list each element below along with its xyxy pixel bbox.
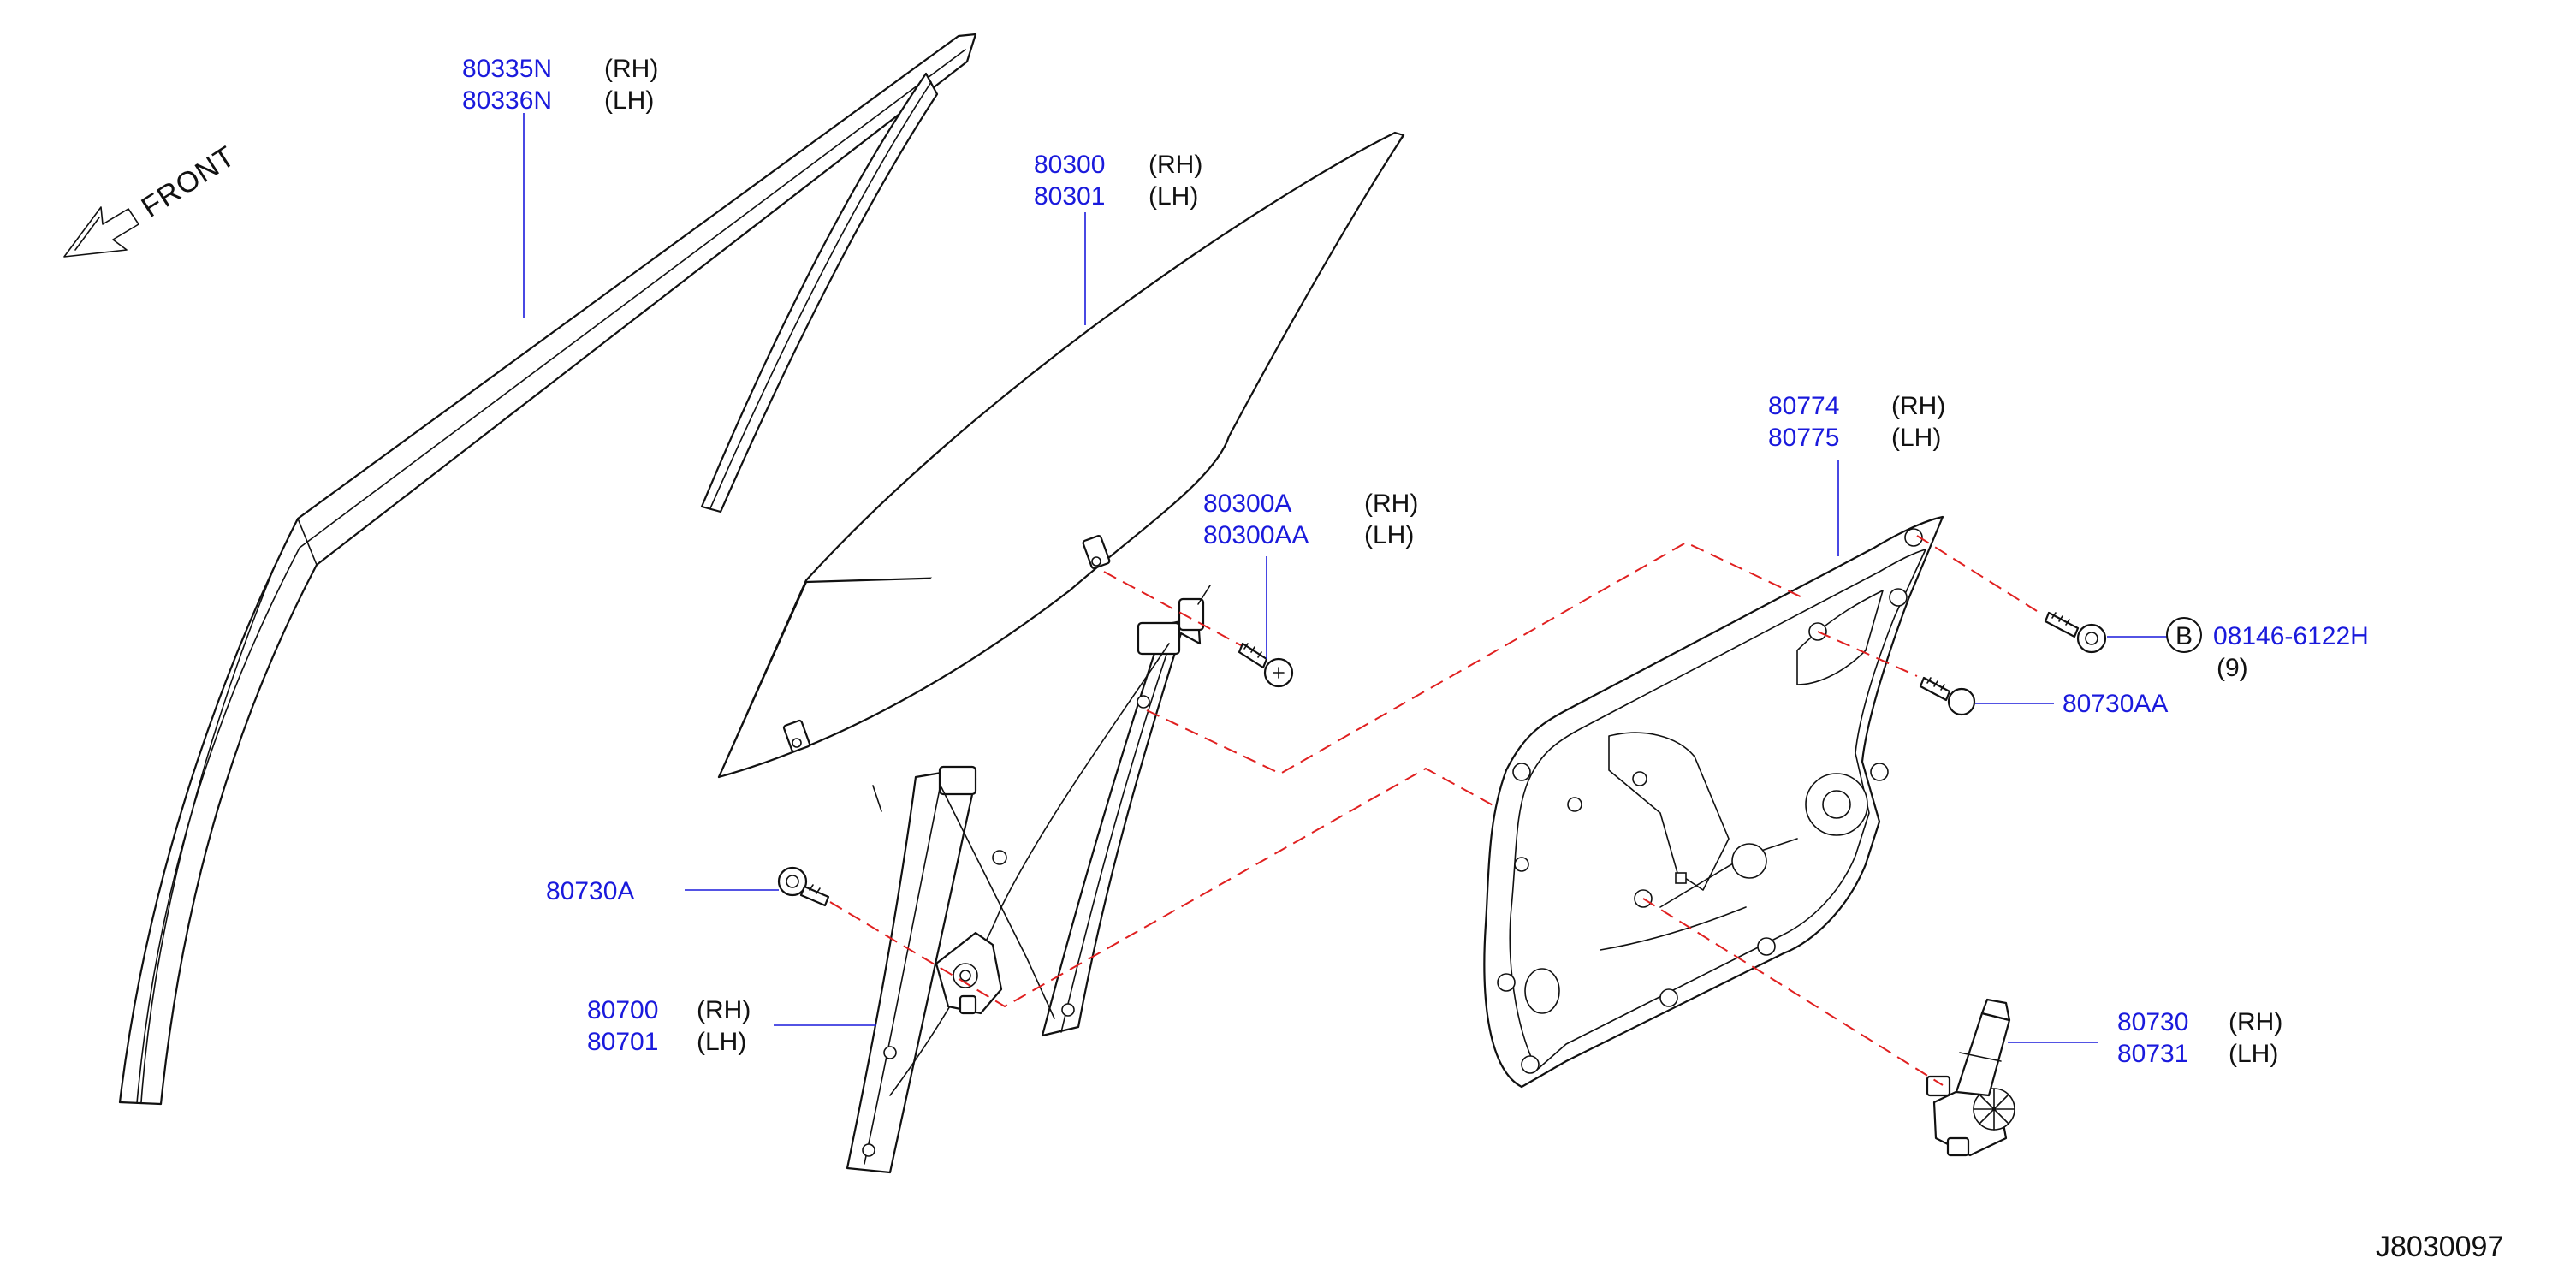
label-glass-bolt: 80300A (RH) 80300AA (LH) (1203, 490, 1418, 549)
panel-rh-part-number: 80774 (1768, 392, 1839, 420)
glass-bolt-rh-part-number: 80300A (1203, 490, 1291, 518)
diagram-code: J8030097 (2376, 1231, 2503, 1263)
glass-bolt (1238, 642, 1294, 688)
regulator-lh-part-number: 80701 (587, 1028, 658, 1056)
window-regulator (846, 585, 1211, 1174)
regulator-lh-side: (LH) (697, 1028, 746, 1056)
front-label: FRONT (136, 139, 241, 223)
motor-lh-part-number: 80731 (2117, 1040, 2188, 1068)
window-motor (1926, 998, 2015, 1157)
molding-rh-part-number: 80335N (462, 55, 552, 83)
bolt-b-symbol: B (2175, 622, 2193, 650)
bolt-b-part-number: 08146-6122H (2213, 622, 2369, 650)
bolt-b-quantity: (9) (2217, 654, 2248, 682)
motor-lh-side: (LH) (2229, 1040, 2278, 1068)
glass-rh-side: (RH) (1149, 151, 1202, 179)
panel-lh-side: (LH) (1891, 424, 1941, 452)
label-module-panel: 80774 (RH) 80775 (LH) (1768, 392, 1945, 452)
regulator-bolt (777, 866, 830, 907)
label-bolt-b: B 08146-6122H (9) (2166, 617, 2369, 682)
regulator-rh-side: (RH) (697, 996, 751, 1024)
bolt-b-symbol-circle (2166, 617, 2202, 653)
front-arrow-icon (63, 206, 139, 258)
glass-bolt-lh-part-number: 80300AA (1203, 521, 1309, 549)
label-regulator: 80700 (RH) 80701 (LH) (587, 996, 751, 1056)
leader-lines (523, 113, 2167, 1043)
glass-bolt-rh-side: (RH) (1364, 490, 1418, 518)
glass-rh-part-number: 80300 (1034, 151, 1105, 179)
panel-lh-part-number: 80775 (1768, 424, 1839, 452)
molding-lh-side: (LH) (604, 86, 654, 115)
glass-lh-side: (LH) (1149, 182, 1198, 211)
glass-bolt-lh-side: (LH) (1364, 521, 1414, 549)
motor-rh-side: (RH) (2229, 1008, 2282, 1036)
panel-rh-side: (RH) (1891, 392, 1945, 420)
label-glass: 80300 (RH) 80301 (LH) (1034, 151, 1202, 211)
panel-bolt (1919, 676, 1976, 716)
label-motor: 80730 (RH) 80731 (LH) (2117, 1008, 2282, 1068)
molding-rh-side: (RH) (604, 55, 658, 83)
door-glass (717, 131, 1405, 779)
bolt-b (2044, 611, 2107, 654)
glass-lh-part-number: 80301 (1034, 182, 1105, 211)
label-molding: 80335N (RH) 80336N (LH) (462, 55, 658, 115)
regulator-bolt-part-number: 80730A (546, 877, 634, 905)
molding-lh-part-number: 80336N (462, 86, 552, 115)
motor-rh-part-number: 80730 (2117, 1008, 2188, 1036)
door-sash-molding (118, 33, 977, 1106)
regulator-rh-part-number: 80700 (587, 996, 658, 1024)
door-module-panel (1483, 515, 1944, 1089)
dashed-connectors (829, 535, 2038, 1086)
panel-bolt-part-number: 80730AA (2063, 690, 2168, 718)
